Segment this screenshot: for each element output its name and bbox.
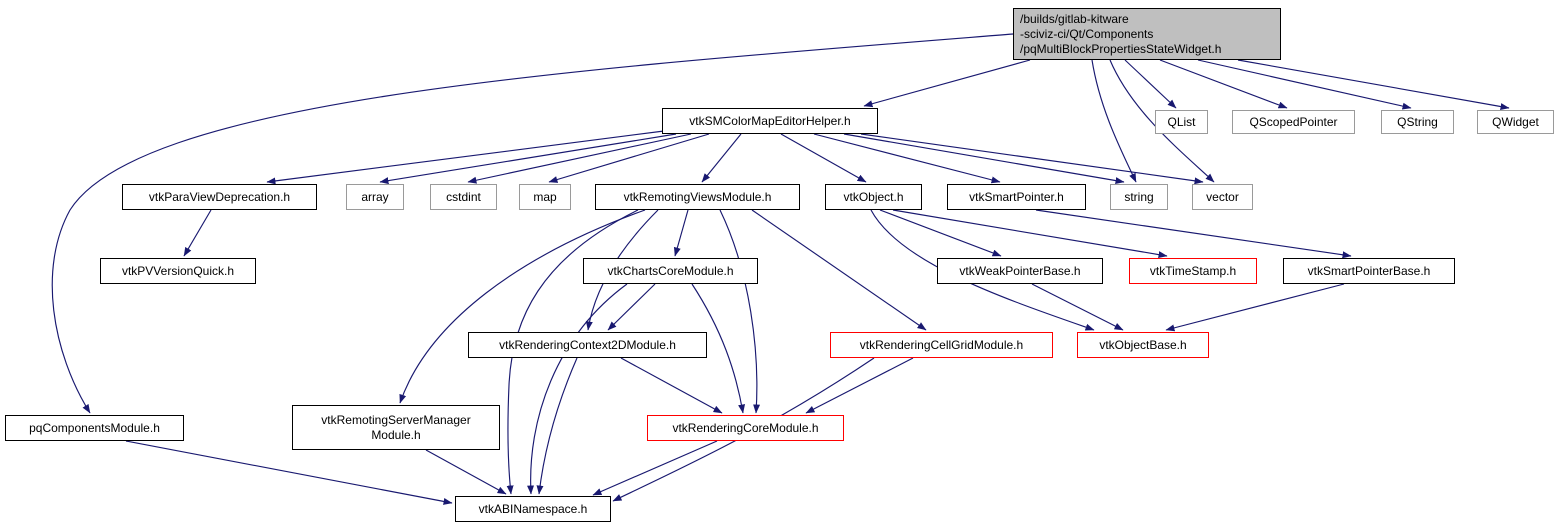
edge-helper-to-remotingviews [701, 133, 742, 183]
node-cstdint: cstdint [430, 184, 497, 210]
node-pvversionquick[interactable]: vtkPVVersionQuick.h [100, 258, 256, 284]
edge-helper-to-cstdint [467, 133, 692, 184]
node-smartpointer[interactable]: vtkSmartPointer.h [947, 184, 1086, 210]
node-timestamp[interactable]: vtkTimeStamp.h [1129, 258, 1257, 284]
node-array: array [346, 184, 404, 210]
edge-main-to-helper [863, 59, 1031, 108]
node-remotingviews[interactable]: vtkRemotingViewsModule.h [595, 184, 800, 210]
edge-remotingviews-to-chartscore [673, 209, 689, 257]
node-qstring: QString [1381, 110, 1454, 134]
edge-vtkobject-to-weakpointerbase [879, 209, 1002, 257]
node-qlist: QList [1155, 110, 1208, 134]
node-qwidget: QWidget [1477, 110, 1554, 134]
edge-helper-to-string [843, 133, 1125, 185]
edge-helper-to-smartpointer [813, 133, 1001, 184]
node-string: string [1110, 184, 1168, 210]
edge-weakpointerbase-to-objectbase [1031, 283, 1124, 331]
edge-main-to-qwidget [1237, 59, 1510, 110]
node-paraviewdeprecation[interactable]: vtkParaViewDeprecation.h [122, 184, 317, 210]
edge-remotingviews-to-cellgrid [751, 209, 927, 331]
edge-helper-to-array [379, 133, 677, 185]
edge-main-to-pqcomponents [51, 33, 1014, 414]
edge-helper-to-map [548, 133, 710, 183]
edge-context2d-to-abinamespace [536, 357, 578, 495]
node-map: map [519, 184, 571, 210]
edge-main-to-qstring [1197, 59, 1412, 110]
node-chartscore[interactable]: vtkChartsCoreModule.h [583, 258, 758, 284]
edge-helper-to-vector [860, 133, 1204, 185]
edge-renderingcore-to-abinamespace [592, 440, 718, 496]
edge-cellgrid-to-renderingcore [805, 357, 914, 414]
edge-context2d-to-renderingcore [620, 357, 723, 414]
node-servermanager[interactable]: vtkRemotingServerManager Module.h [292, 405, 500, 450]
edge-smartpointerbase-to-objectbase [1165, 283, 1345, 332]
node-smartpointerbase[interactable]: vtkSmartPointerBase.h [1283, 258, 1455, 284]
edge-main-to-qlist [1124, 59, 1177, 109]
node-objectbase[interactable]: vtkObjectBase.h [1077, 332, 1209, 358]
edge-helper-to-vtkobject [780, 133, 867, 183]
edge-main-to-qscopedpointer [1159, 59, 1288, 109]
edge-helper-to-paraviewdeprecation [266, 130, 665, 185]
edge-chartscore-to-context2d [607, 283, 656, 331]
node-main: /builds/gitlab-kitware -sciviz-ci/Qt/Com… [1013, 8, 1281, 60]
edge-chartscore-to-renderingcore [691, 283, 746, 414]
edge-remotingviews-to-renderingcore [719, 209, 761, 414]
edge-paraviewdeprecation-to-pvversionquick [183, 209, 212, 257]
node-qscopedpointer: QScopedPointer [1232, 110, 1355, 134]
node-vector: vector [1192, 184, 1253, 210]
edge-cellgrid-to-abinamespace [612, 357, 875, 502]
node-vtkobject[interactable]: vtkObject.h [825, 184, 922, 210]
edge-pqcomponents-to-abinamespace [125, 440, 453, 505]
node-helper[interactable]: vtkSMColorMapEditorHelper.h [662, 108, 878, 134]
node-context2d[interactable]: vtkRenderingContext2DModule.h [468, 332, 707, 358]
edge-smartpointer-to-smartpointerbase [1035, 209, 1352, 259]
node-renderingcore[interactable]: vtkRenderingCoreModule.h [647, 415, 844, 441]
edge-servermanager-to-abinamespace [425, 449, 507, 495]
edge-chartscore-to-abinamespace [527, 283, 628, 495]
node-cellgrid[interactable]: vtkRenderingCellGridModule.h [830, 332, 1053, 358]
edge-vtkobject-to-timestamp [892, 209, 1168, 259]
node-weakpointerbase[interactable]: vtkWeakPointerBase.h [937, 258, 1103, 284]
edge-remotingviews-to-abinamespace [506, 209, 639, 495]
node-pqcomponents[interactable]: pqComponentsModule.h [5, 415, 184, 441]
edge-main-to-string [1091, 59, 1137, 183]
edge-remotingviews-to-servermanager [399, 209, 646, 404]
node-abinamespace[interactable]: vtkABINamespace.h [455, 496, 611, 522]
